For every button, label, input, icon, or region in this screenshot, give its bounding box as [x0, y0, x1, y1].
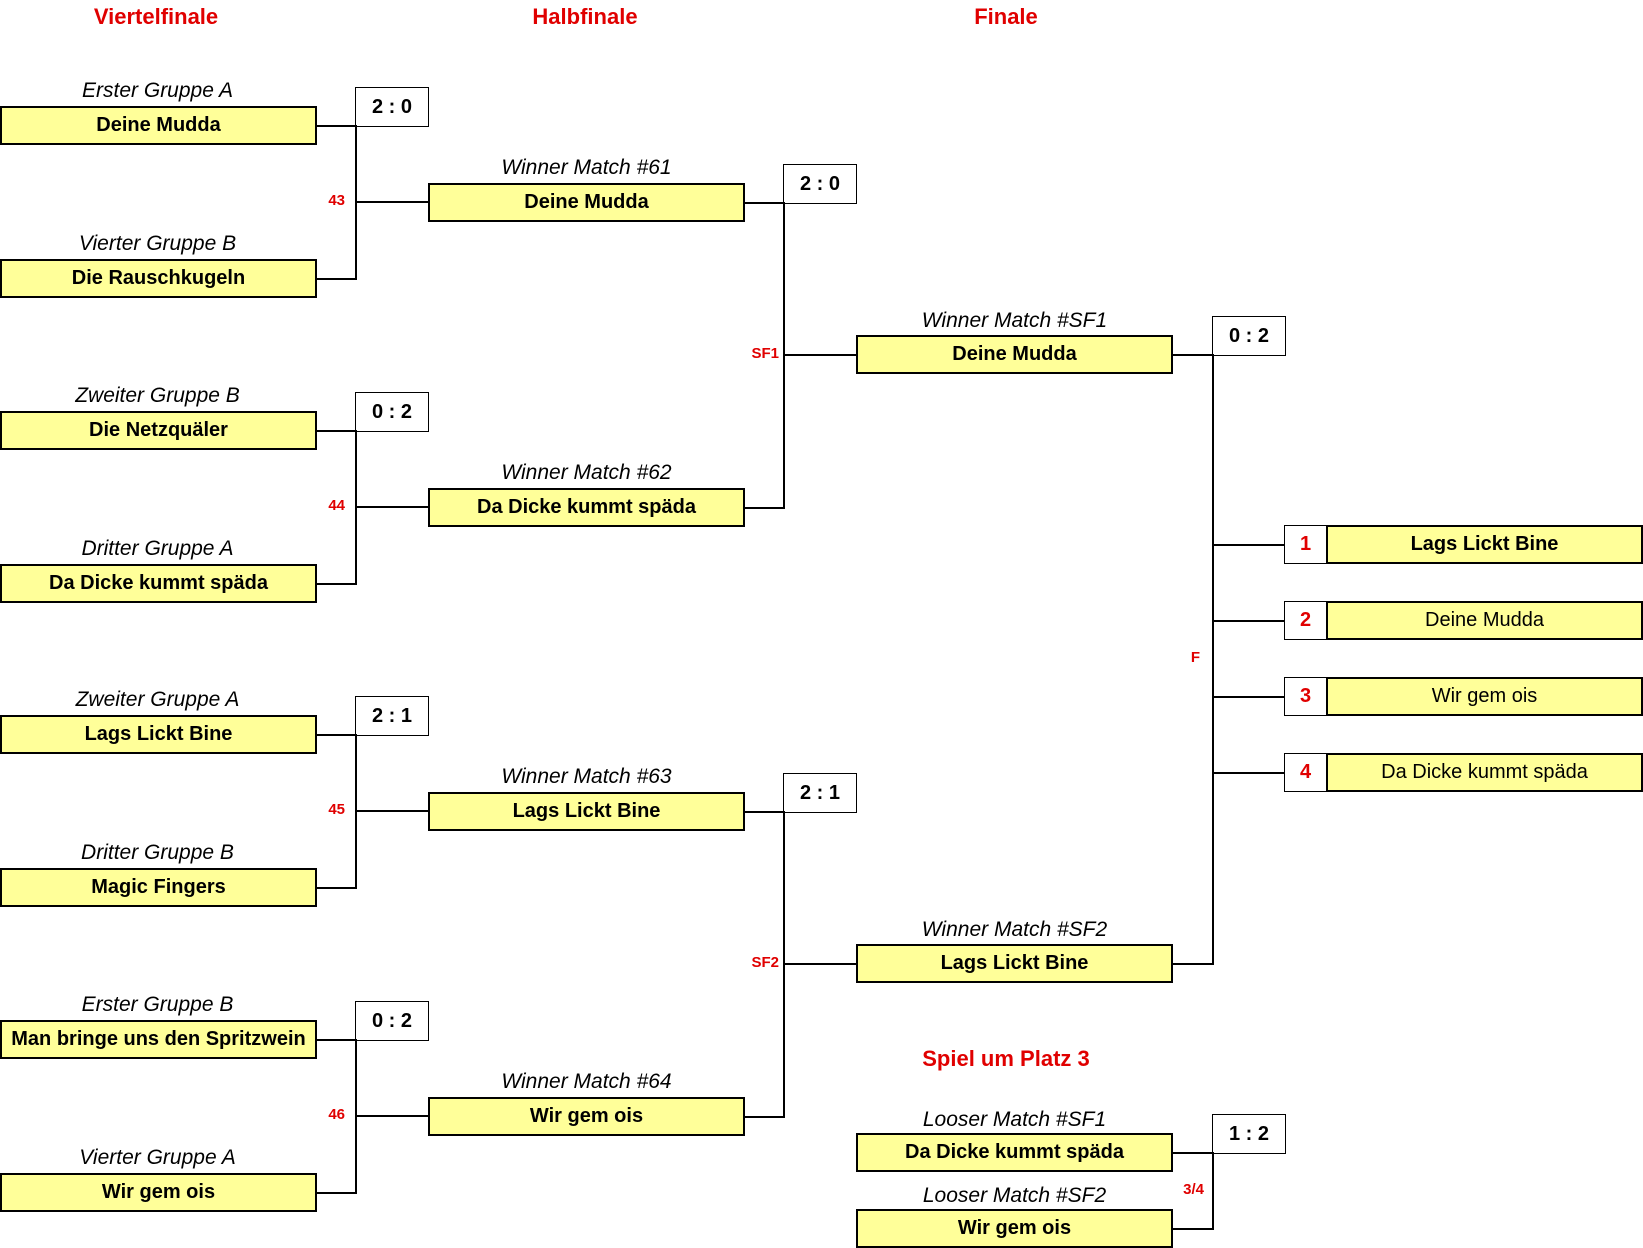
qf44-bottom-caption: Dritter Gruppe A: [81, 537, 234, 560]
qf43-bottom-caption: Vierter Gruppe B: [78, 232, 237, 255]
third-top-caption: Looser Match #SF1: [922, 1108, 1107, 1131]
qf45-bottom-team: Magic Fingers: [0, 868, 317, 907]
third-line-top: [1173, 1152, 1213, 1154]
qf45-top-caption: Zweiter Gruppe A: [75, 688, 240, 711]
final-line-bottom: [1173, 963, 1213, 965]
third-score: 1 : 2: [1212, 1114, 1286, 1154]
third-bottom-caption: Looser Match #SF2: [922, 1184, 1107, 1207]
final-match-id: F: [1190, 649, 1200, 666]
qf43-bottom-team: Die Rauschkugeln: [0, 259, 317, 298]
rank-4-line: [1212, 772, 1285, 774]
qf45-line-top: [317, 734, 356, 736]
sf2-line-bottom: [745, 1116, 784, 1118]
qf43-score: 2 : 0: [355, 87, 429, 127]
final-bottom-team: Lags Lickt Bine: [856, 944, 1173, 983]
qf46-line-top: [317, 1039, 356, 1041]
final-line-top: [1173, 354, 1213, 356]
qf46-top-team: Man bringe uns den Spritzwein: [0, 1020, 317, 1059]
rank-4-team: Da Dicke kummt späda: [1326, 753, 1643, 792]
final-score: 0 : 2: [1212, 316, 1286, 356]
rank-1-team: Lags Lickt Bine: [1326, 525, 1643, 564]
third-bottom-team: Wir gem ois: [856, 1209, 1173, 1248]
sf2-bottom-team: Wir gem ois: [428, 1097, 745, 1136]
qf44-top-caption: Zweiter Gruppe B: [75, 384, 240, 407]
qf46-bottom-team: Wir gem ois: [0, 1173, 317, 1212]
rank-3-team: Wir gem ois: [1326, 677, 1643, 716]
qf46-top-caption: Erster Gruppe B: [81, 993, 234, 1016]
final-top-team: Deine Mudda: [856, 335, 1173, 374]
qf44-line-bottom: [317, 583, 356, 585]
sf2-match-id: SF2: [751, 954, 779, 971]
sf1-line-top: [745, 202, 784, 204]
sf1-bottom-caption: Winner Match #62: [501, 461, 672, 484]
qf43-match-id: 43: [328, 192, 345, 209]
qf43-line-top: [317, 125, 356, 127]
final-top-caption: Winner Match #SF1: [921, 309, 1108, 332]
sf2-line-top: [745, 811, 784, 813]
sf2-score: 2 : 1: [783, 773, 857, 813]
qf44-line-top: [317, 430, 356, 432]
final-bottom-caption: Winner Match #SF2: [921, 918, 1108, 941]
qf45-bottom-caption: Dritter Gruppe B: [81, 841, 234, 864]
qf43-line-bottom: [317, 278, 356, 280]
rank-2-line: [1212, 620, 1285, 622]
qf45-match-id: 45: [328, 801, 345, 818]
qf43-top-team: Deine Mudda: [0, 106, 317, 145]
rank-3-line: [1212, 696, 1285, 698]
third-line-bottom: [1173, 1228, 1213, 1230]
qf46-line-out: [355, 1115, 428, 1117]
sf2-top-team: Lags Lickt Bine: [428, 792, 745, 831]
rank-2-team: Deine Mudda: [1326, 601, 1643, 640]
qf44-match-id: 44: [328, 497, 345, 514]
qf44-line-out: [355, 506, 428, 508]
qf46-line-bottom: [317, 1192, 356, 1194]
rank-3-number: 3: [1284, 677, 1327, 716]
rank-1-line: [1212, 544, 1285, 546]
qf45-line-out: [355, 810, 428, 812]
qf44-score: 0 : 2: [355, 392, 429, 432]
qf45-score: 2 : 1: [355, 696, 429, 736]
sf1-match-id: SF1: [751, 345, 779, 362]
third-match-id: 3/4: [1183, 1181, 1204, 1198]
header-final: Finale: [974, 4, 1038, 29]
sf1-top-caption: Winner Match #61: [501, 156, 672, 179]
final-line-vertical: [1212, 354, 1214, 965]
qf44-top-team: Die Netzquäler: [0, 411, 317, 450]
qf43-top-caption: Erster Gruppe A: [82, 79, 233, 102]
sf1-line-bottom: [745, 507, 784, 509]
qf44-bottom-team: Da Dicke kummt späda: [0, 564, 317, 603]
rank-2-number: 2: [1284, 601, 1327, 640]
sf1-top-team: Deine Mudda: [428, 183, 745, 222]
qf45-line-bottom: [317, 887, 356, 889]
qf45-top-team: Lags Lickt Bine: [0, 715, 317, 754]
third-line-vertical: [1212, 1152, 1214, 1230]
qf46-score: 0 : 2: [355, 1001, 429, 1041]
rank-4-number: 4: [1284, 753, 1327, 792]
sf1-score: 2 : 0: [783, 164, 857, 204]
sf1-bottom-team: Da Dicke kummt späda: [428, 488, 745, 527]
third-top-team: Da Dicke kummt späda: [856, 1133, 1173, 1172]
sf2-line-out: [783, 963, 856, 965]
header-quarterfinals: Viertelfinale: [93, 4, 219, 29]
header-third-place: Spiel um Platz 3: [922, 1046, 1090, 1071]
qf43-line-out: [355, 201, 428, 203]
sf2-bottom-caption: Winner Match #64: [501, 1070, 672, 1093]
qf46-bottom-caption: Vierter Gruppe A: [79, 1146, 236, 1169]
qf46-match-id: 46: [328, 1106, 345, 1123]
rank-1-number: 1: [1284, 525, 1327, 564]
header-semifinals: Halbfinale: [532, 4, 638, 29]
sf2-top-caption: Winner Match #63: [501, 765, 672, 788]
sf1-line-out: [783, 354, 856, 356]
